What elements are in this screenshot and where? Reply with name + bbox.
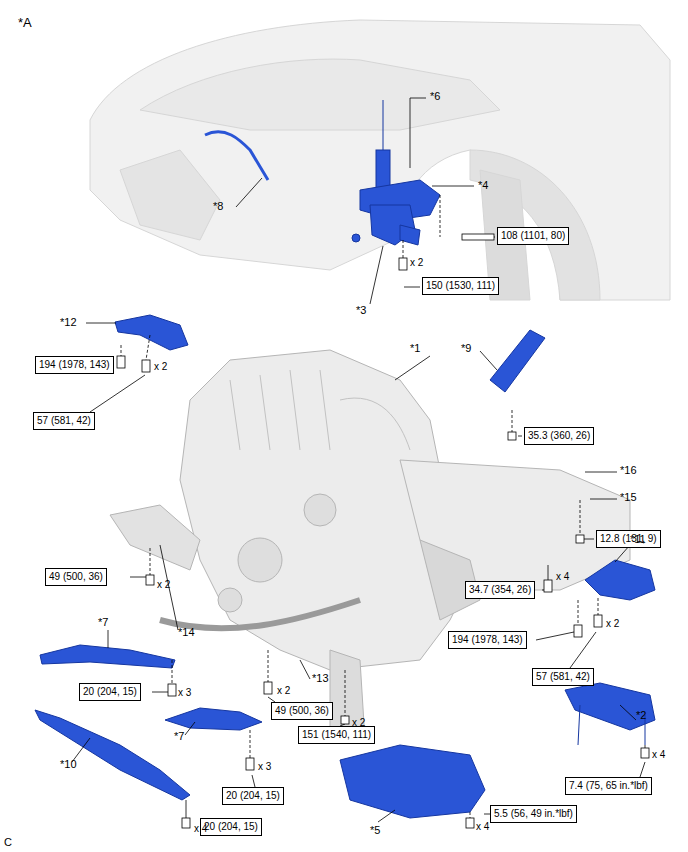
torque-value: 20 (204, 15)	[204, 821, 258, 832]
part-label: x 4	[194, 822, 207, 835]
torque-box: 194 (1978, 143)	[35, 356, 114, 374]
torque-value: 194 (1978, 143)	[39, 359, 110, 370]
torque-box: 5.5 (56, 49 in.*lbf)	[490, 805, 577, 823]
torque-value: 34.7 (354, 26)	[469, 584, 531, 595]
callout-number: *9	[461, 342, 471, 355]
torque-value: 194 (1978, 143)	[452, 634, 523, 645]
part-label: x 2	[154, 360, 167, 373]
torque-value: 5.5 (56, 49 in.*lbf)	[494, 808, 573, 819]
torque-value: 20 (204, 15)	[226, 790, 280, 801]
torque-value: 49 (500, 36)	[49, 571, 103, 582]
callout-number: *2	[636, 709, 646, 722]
callout-number: *14	[178, 626, 195, 639]
torque-value: 57 (581, 42)	[37, 415, 91, 426]
torque-box: 194 (1978, 143)	[448, 631, 527, 649]
callout-number: *5	[370, 824, 380, 837]
torque-box: 12.8 (131, 9)	[596, 530, 661, 548]
torque-box: 49 (500, 36)	[45, 568, 107, 586]
callout-number: *4	[478, 179, 488, 192]
part-label: x 2	[410, 256, 423, 269]
callout-number: *7	[98, 616, 108, 629]
callout-number: *10	[60, 758, 77, 771]
callout-number: *11	[630, 533, 646, 546]
torque-value: 150 (1530, 111)	[426, 280, 495, 291]
callout-number: *A	[18, 16, 32, 29]
torque-box: 35.3 (360, 26)	[524, 427, 594, 445]
callout-number: *15	[620, 491, 637, 504]
torque-box: 7.4 (75, 65 in.*lbf)	[565, 777, 652, 795]
torque-box: 150 (1530, 111)	[422, 277, 499, 295]
torque-value: 151 (1540, 111)	[302, 729, 371, 740]
torque-value: 57 (581, 42)	[536, 671, 590, 682]
torque-value: 35.3 (360, 26)	[528, 430, 590, 441]
torque-box: 20 (204, 15)	[222, 787, 284, 805]
torque-value: 12.8 (131, 9)	[600, 533, 657, 544]
torque-box: 57 (581, 42)	[33, 412, 95, 430]
torque-box: 151 (1540, 111)	[298, 726, 375, 744]
part-label: x 2	[157, 578, 170, 591]
callout-number: *8	[213, 200, 223, 213]
part-label: x 2	[606, 617, 619, 630]
torque-box: 49 (500, 36)	[271, 702, 333, 720]
torque-box: 20 (204, 15)	[79, 683, 141, 701]
callout-number: *7	[174, 730, 184, 743]
torque-value: 108 (1101, 80)	[501, 230, 565, 241]
callout-number: *12	[60, 316, 77, 329]
part-label: x 4	[652, 748, 665, 761]
callout-number: *3	[356, 304, 366, 317]
torque-box: 34.7 (354, 26)	[465, 581, 535, 599]
callout-number: *6	[430, 90, 440, 103]
torque-box: 57 (581, 42)	[532, 668, 594, 686]
part-label: x 4	[476, 820, 489, 833]
torque-value: 49 (500, 36)	[275, 705, 329, 716]
callout-number: *16	[620, 464, 637, 477]
part-label: x 2	[277, 684, 290, 697]
torque-box: 20 (204, 15)	[200, 818, 262, 836]
callout-number: *1	[410, 342, 420, 355]
torque-value: 7.4 (75, 65 in.*lbf)	[569, 780, 648, 791]
part-label: C	[4, 836, 12, 849]
part-label: x 3	[178, 686, 191, 699]
torque-box: 108 (1101, 80)	[497, 227, 569, 245]
part-label: x 4	[556, 570, 569, 583]
part-label: x 2	[352, 716, 365, 729]
torque-value: 20 (204, 15)	[83, 686, 137, 697]
callout-number: *13	[312, 672, 329, 685]
part-label: x 3	[258, 760, 271, 773]
